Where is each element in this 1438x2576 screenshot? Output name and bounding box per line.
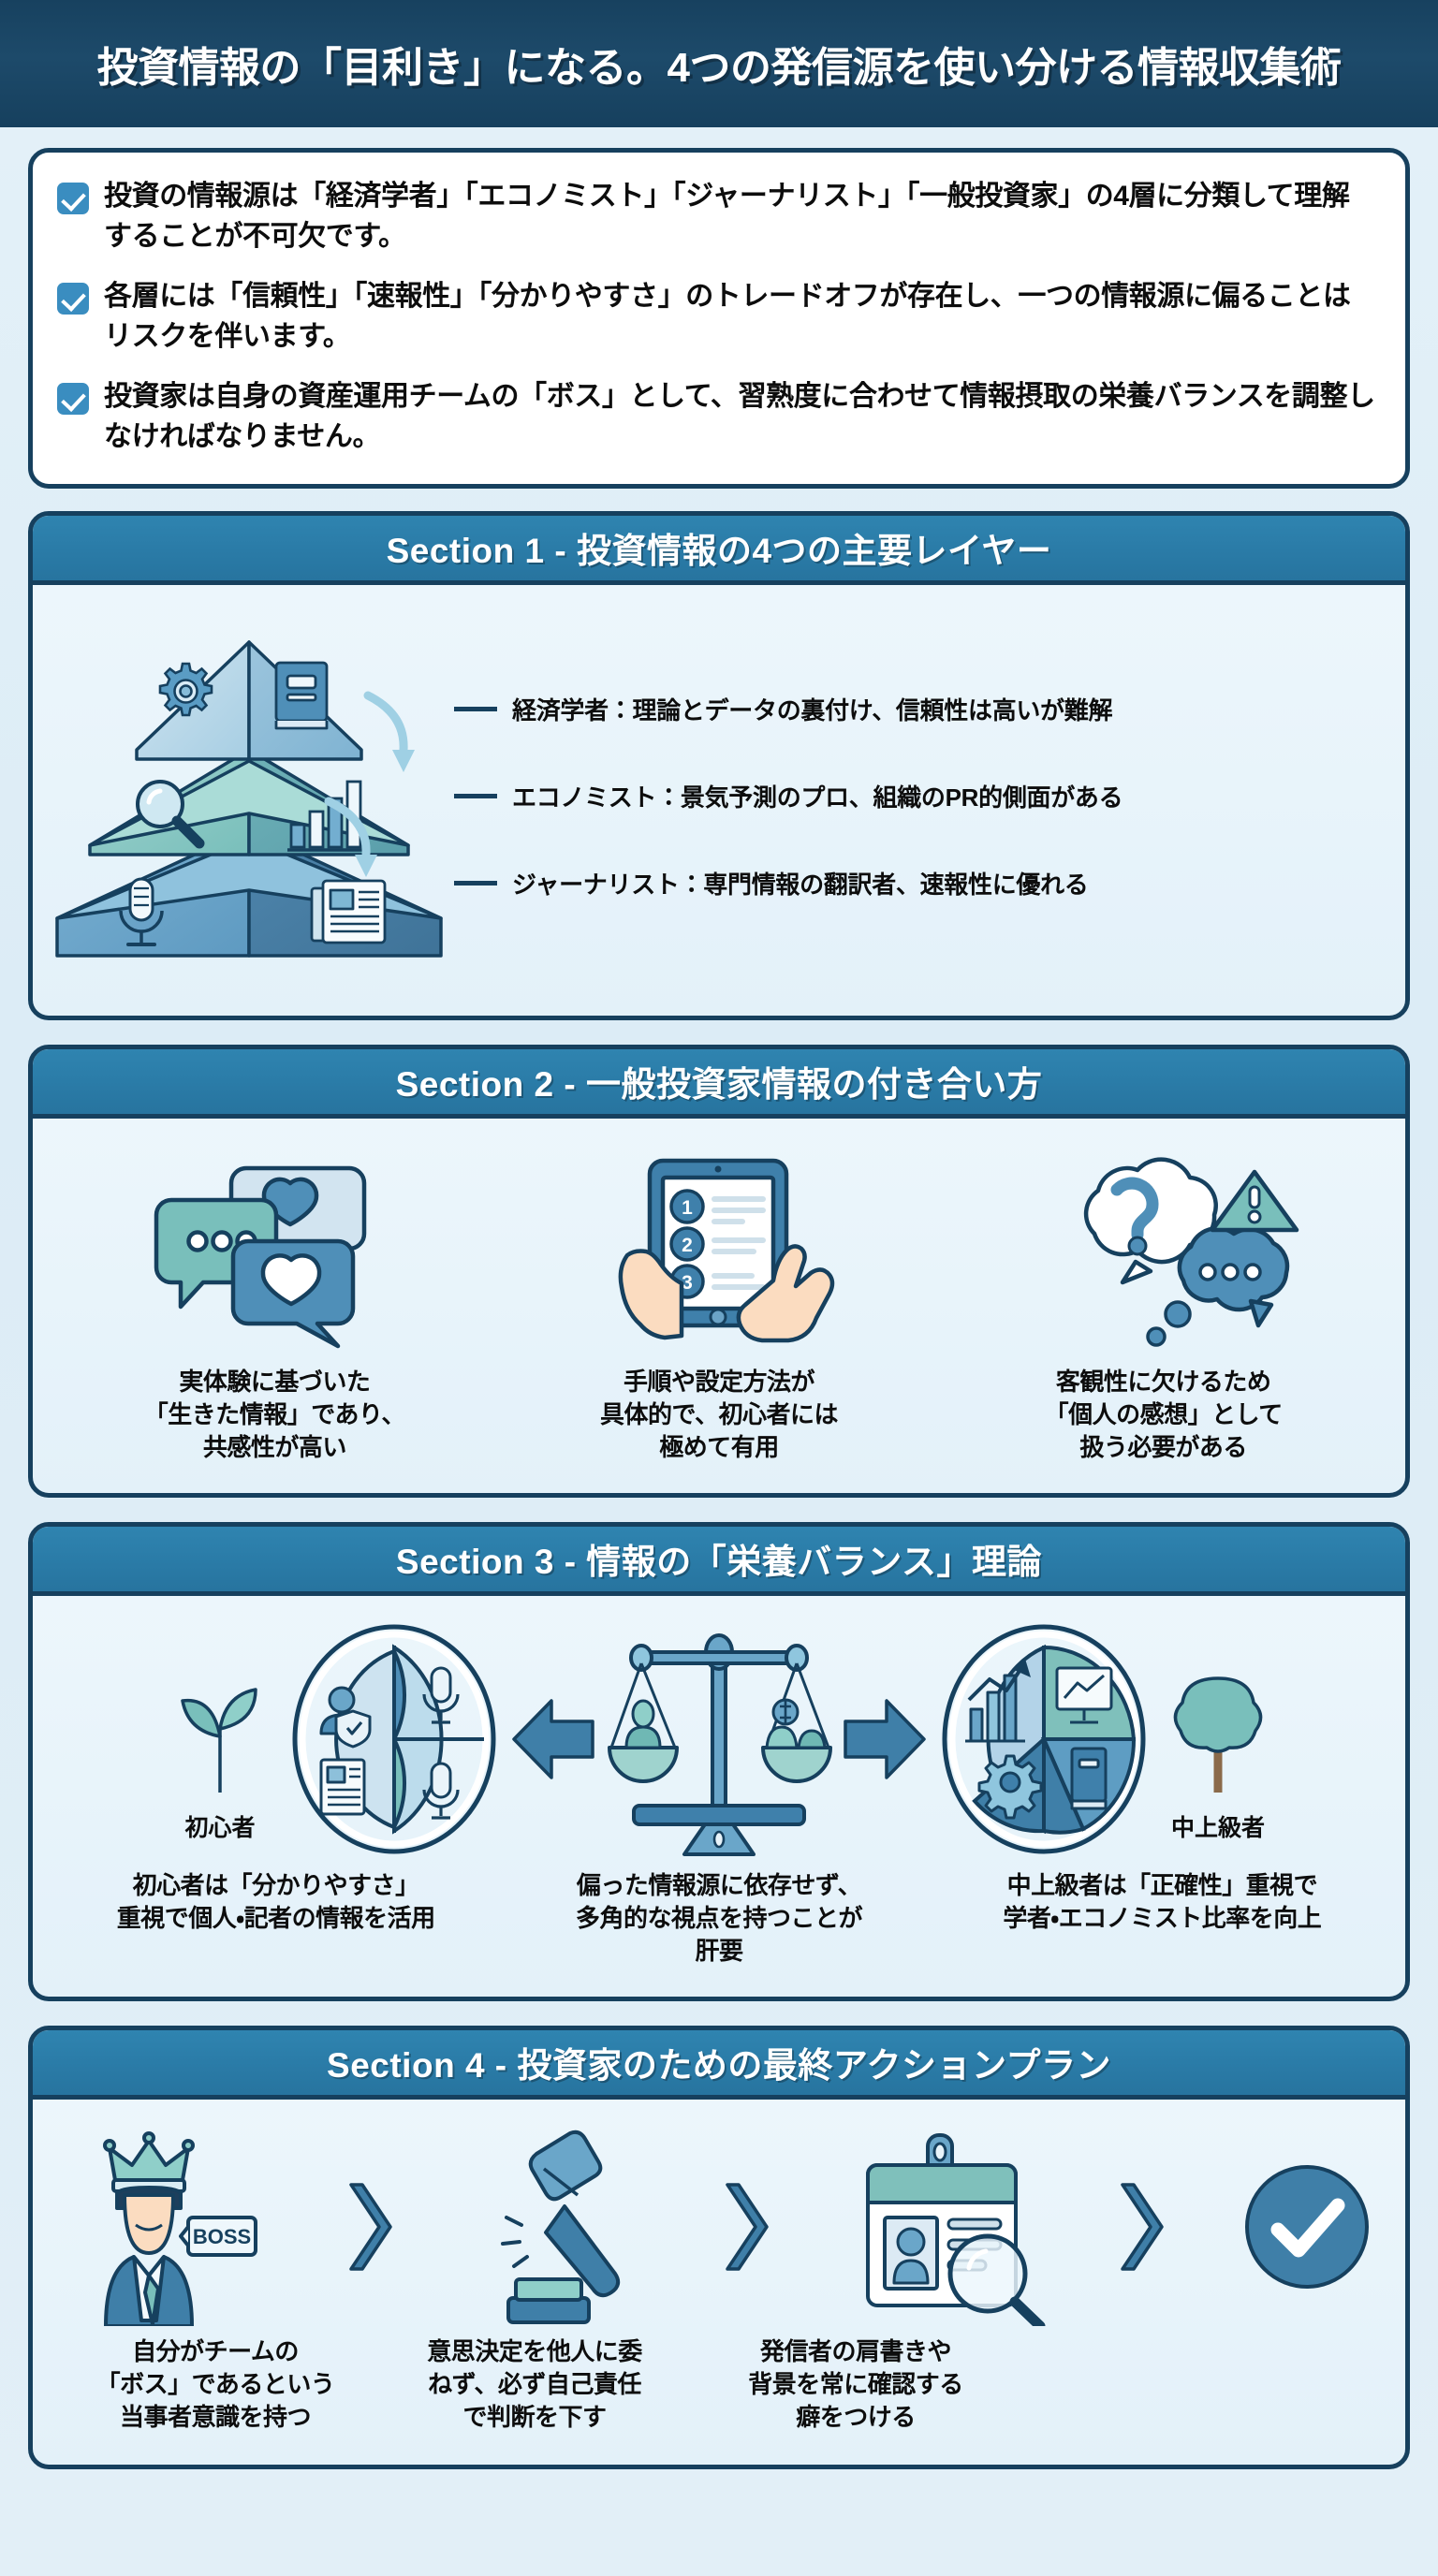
check-circle-icon — [1237, 2157, 1377, 2297]
advanced-group: 中上級者 — [1158, 1622, 1278, 1856]
thought-bubbles-question-icon — [946, 1141, 1381, 1356]
section-3-header: Section 3 - 情報の「栄養バランス」理論 — [33, 1526, 1405, 1596]
leader-line — [454, 794, 497, 799]
newspaper-icon — [319, 1758, 366, 1816]
svg-text:1: 1 — [682, 1197, 693, 1219]
presentation-icon — [1055, 1666, 1113, 1724]
section-2-card: Section 2 - 一般投資家情報の付き合い方 — [28, 1044, 1410, 1498]
check-icon — [57, 383, 89, 416]
section-2-header: Section 2 - 一般投資家情報の付き合い方 — [33, 1048, 1405, 1119]
speech-bubbles-hearts-icon — [57, 1141, 492, 1356]
beginner-mix-chart — [284, 1623, 505, 1855]
magnifier-icon — [136, 779, 205, 849]
section-2-caption: 実体験に基づいた 「生きた情報」であり、 共感性が高い — [143, 1367, 406, 1462]
crowned-boss-icon: BOSS — [61, 2128, 276, 2326]
section-2-caption: 客観性に欠けるため 「個人の感想」として 扱う必要がある — [1044, 1367, 1284, 1462]
microphone-icon — [422, 1762, 460, 1820]
summary-bullet-text: 投資家は自身の資産運用チームの「ボス」として、習熟度に合わせて情報摂取の栄養バラ… — [104, 381, 1375, 452]
section-4-title: Section 4 - 投資家のための最終アクションプラン — [327, 2046, 1111, 2086]
section-2-caption: 手順や設定方法が 具体的で、初心者には 極めて有用 — [600, 1367, 838, 1462]
section-1-title: Section 1 - 投資情報の4つの主要レイヤー — [386, 532, 1052, 571]
pyramid-svg — [55, 639, 443, 958]
leader-line — [454, 881, 497, 886]
growth-chart-icon — [965, 1658, 1031, 1743]
beginner-group: 初心者 — [160, 1622, 280, 1856]
section-1-card: Section 1 - 投資情報の4つの主要レイヤー — [28, 510, 1410, 1020]
summary-bullet: 投資の情報源は「経済学者」「エコノミスト」「ジャーナリスト」「一般投資家」の4層… — [57, 177, 1377, 256]
book-icon — [1070, 1747, 1108, 1810]
chevron-right-icon — [342, 2175, 400, 2278]
check-icon — [57, 183, 89, 214]
arrow-right-icon — [840, 1688, 930, 1791]
summary-bullet-text: 投資の情報源は「経済学者」「エコノミスト」「ジャーナリスト」「一般投資家」の4層… — [104, 181, 1350, 252]
tree-icon — [1173, 1676, 1263, 1793]
section-1-body: 経済学者：理論とデータの裏付け、信頼性は高いが難解 エコノミスト：景気予測のプロ… — [33, 585, 1405, 1016]
section-3-card: Section 3 - 情報の「栄養バランス」理論 初心者 — [28, 1521, 1410, 2001]
section-3-caption: 偏った情報源に依存せず、 多角的な視点を持つことが 肝要 — [575, 1870, 863, 1966]
gear-icon — [977, 1754, 1043, 1820]
arrow-left-icon — [508, 1688, 598, 1791]
chevron-right-icon — [718, 2175, 776, 2278]
tablet-hands-steps-icon: 1 2 3 — [502, 1141, 937, 1356]
pyramid-label-item: ジャーナリスト：専門情報の翻訳者、速報性に優れる — [454, 866, 1390, 900]
section-3-body: 初心者 — [33, 1596, 1405, 1997]
pyramid-label-list: 経済学者：理論とデータの裏付け、信頼性は高いが難解 エコノミスト：景気予測のプロ… — [450, 692, 1390, 900]
advanced-label: 中上級者 — [1170, 1814, 1265, 1841]
newspaper-icon — [310, 879, 387, 944]
pyramid-label-item: 経済学者：理論とデータの裏付け、信頼性は高いが難解 — [454, 692, 1390, 726]
section-2-item: 実体験に基づいた 「生きた情報」であり、 共感性が高い — [57, 1141, 492, 1465]
section-2-item: 客観性に欠けるため 「個人の感想」として 扱う必要がある — [946, 1141, 1381, 1465]
id-card-magnifier-icon — [842, 2128, 1048, 2326]
section-4-card: Section 4 - 投資家のための最終アクションプラン — [28, 2025, 1410, 2469]
gear-icon — [158, 662, 213, 716]
section-2-body: 実体験に基づいた 「生きた情報」であり、 共感性が高い — [33, 1119, 1405, 1493]
summary-card: 投資の情報源は「経済学者」「エコノミスト」「ジャーナリスト」「一般投資家」の4層… — [28, 148, 1410, 489]
person-shield-icon — [319, 1686, 372, 1749]
pyramid-arrow-icon — [363, 691, 408, 754]
section-3-title: Section 3 - 情報の「栄養バランス」理論 — [395, 1543, 1043, 1582]
summary-bullet-text: 各層には「信頼性」「速報性」「分かりやすさ」のトレードオフが存在し、一つの情報源… — [104, 281, 1351, 352]
svg-text:3: 3 — [682, 1272, 693, 1294]
section-3-caption: 初心者は「分かりやすさ」 重視で個人・記者の情報を活用 — [116, 1870, 435, 1932]
balance-scale-icon — [602, 1622, 836, 1856]
section-1-header: Section 1 - 投資情報の4つの主要レイヤー — [33, 515, 1405, 585]
section-4-caption: 意思決定を他人に委 ねず、必ず自己責任 で判断を下す — [427, 2336, 642, 2432]
microphone-icon — [119, 877, 164, 946]
page-title: 投資情報の「目利き」になる。4つの発信源を使い分ける情報収集術 — [96, 45, 1342, 91]
gavel-icon — [465, 2128, 653, 2326]
svg-text:2: 2 — [682, 1235, 693, 1256]
pyramid-label-text: ジャーナリスト：専門情報の翻訳者、速報性に優れる — [512, 871, 1089, 900]
beginner-label: 初心者 — [184, 1814, 256, 1841]
pyramid-label-text: エコノミスト：景気予測のプロ、組織のPR的側面がある — [512, 783, 1123, 812]
pyramid-diagram — [48, 609, 450, 984]
section-2-title: Section 2 - 一般投資家情報の付き合い方 — [395, 1065, 1043, 1105]
section-4-caption: 発信者の肩書きや 背景を常に確認する 癖をつける — [748, 2336, 963, 2432]
section-4-header: Section 4 - 投資家のための最終アクションプラン — [33, 2029, 1405, 2100]
book-icon — [274, 661, 329, 729]
pyramid-label-item: エコノミスト：景気予測のプロ、組織のPR的側面がある — [454, 779, 1390, 813]
sprout-icon — [181, 1687, 257, 1793]
check-icon — [57, 283, 89, 315]
boss-badge-text: BOSS — [193, 2225, 251, 2248]
section-4-caption: 自分がチームの 「ボス」であるという 当事者意識を持つ — [95, 2336, 335, 2432]
section-3-caption: 中上級者は「正確性」重視で 学者・エコノミスト比率を向上 — [1003, 1870, 1322, 1932]
section-2-item: 1 2 3 — [502, 1141, 937, 1465]
summary-bullet: 各層には「信頼性」「速報性」「分かりやすさ」のトレードオフが存在し、一つの情報源… — [57, 277, 1377, 357]
advanced-mix-chart — [933, 1623, 1154, 1855]
pyramid-arrow-icon — [392, 749, 415, 772]
leader-line — [454, 707, 497, 712]
chevron-right-icon — [1113, 2175, 1171, 2278]
section-4-caption — [1016, 2335, 1377, 2435]
microphone-icon — [422, 1666, 460, 1724]
section-4-body: BOSS — [33, 2100, 1405, 2465]
pyramid-label-text: 経済学者：理論とデータの裏付け、信頼性は高いが難解 — [512, 696, 1113, 725]
summary-bullet: 投資家は自身の資産運用チームの「ボス」として、習熟度に合わせて情報摂取の栄養バラ… — [57, 377, 1377, 457]
page-header: 投資情報の「目利き」になる。4つの発信源を使い分ける情報収集術 — [0, 0, 1438, 127]
